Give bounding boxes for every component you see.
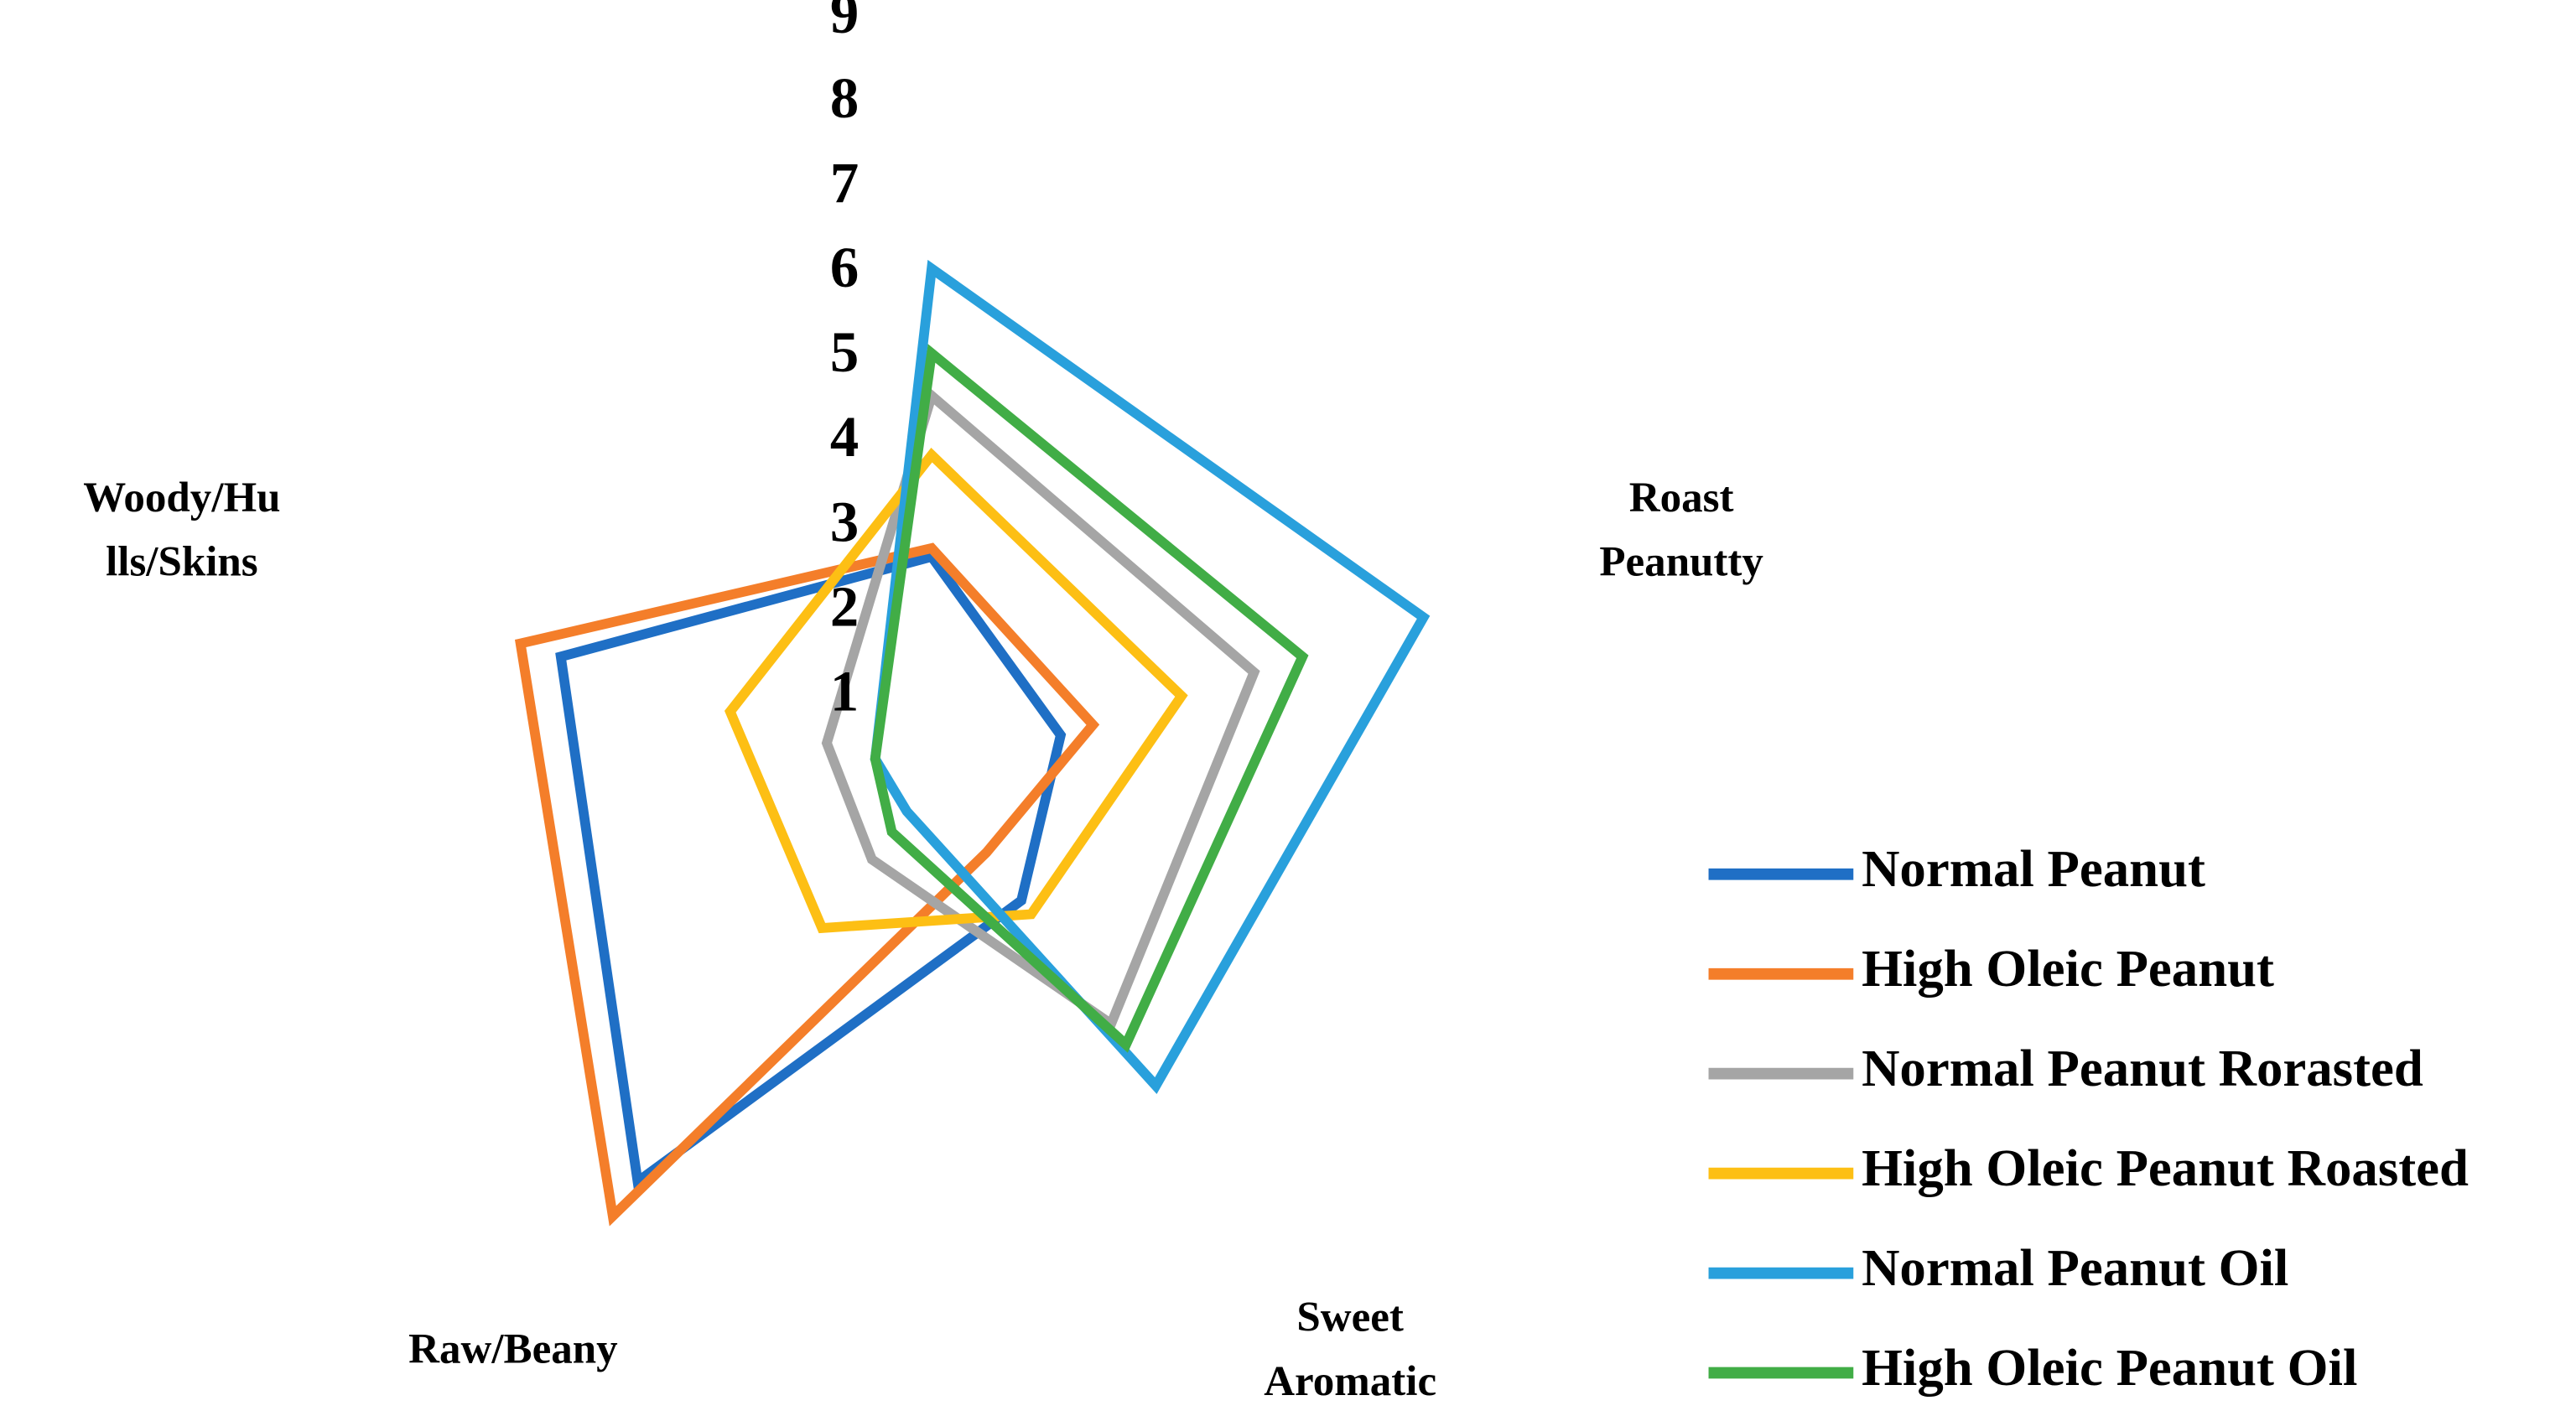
- legend-item-normal-peanut-rorasted: Normal Peanut Rorasted: [1708, 1039, 2423, 1097]
- axis-label-line: Peanutty: [1599, 538, 1763, 585]
- legend-label: High Oleic Peanut Roasted: [1862, 1139, 2469, 1197]
- series-normal-peanut: [555, 551, 1067, 1190]
- axis-label-line: lls/Skins: [106, 538, 258, 585]
- tick-label-1: 1: [830, 660, 859, 724]
- tick-label-8: 8: [830, 66, 859, 130]
- series-high-oleic-peanut-roasted: [724, 448, 1188, 934]
- axis-label-line: Sweet: [1296, 1294, 1404, 1341]
- axis-label-raw-beany: Raw/Beany: [408, 1326, 618, 1373]
- axis-label-line: Raw/Beany: [408, 1326, 618, 1373]
- tick-label-6: 6: [830, 236, 859, 299]
- legend-item-high-oleic-peanut: High Oleic Peanut: [1708, 939, 2274, 998]
- axis-labels: Dark RoastRoastPeanuttySweetAromaticRaw/…: [83, 475, 1763, 1405]
- series-high-oleic-peanut-oil: [870, 344, 1309, 1053]
- tick-label-5: 5: [830, 320, 859, 384]
- legend-label: High Oleic Peanut: [1862, 939, 2274, 998]
- legend-item-normal-peanut-oil: Normal Peanut Oil: [1708, 1238, 2288, 1297]
- legend-label: Normal Peanut: [1862, 839, 2205, 898]
- axis-label-woody-hulls-skins: Woody/Hu lls/Skins: [83, 475, 280, 586]
- tick-label-9: 9: [830, 0, 859, 45]
- legend-item-high-oleic-peanut-oil: High Oleic Peanut Oil: [1708, 1338, 2357, 1397]
- legend-item-high-oleic-peanut-roasted: High Oleic Peanut Roasted: [1708, 1139, 2469, 1197]
- axis-label-line: Roast: [1629, 475, 1734, 521]
- legend-label: High Oleic Peanut Oil: [1862, 1338, 2357, 1397]
- tick-label-7: 7: [830, 151, 859, 215]
- axis-label-line: Aromatic: [1264, 1358, 1436, 1405]
- legend-label: Normal Peanut Rorasted: [1862, 1039, 2423, 1097]
- series-normal-peanut-oil: [870, 259, 1431, 1094]
- tick-label-3: 3: [830, 490, 859, 553]
- tick-labels: 1 2 3 4 5 6 7 8 9: [830, 0, 859, 724]
- tick-label-2: 2: [830, 574, 859, 638]
- series-normal-peanut-rorasted: [821, 386, 1260, 1032]
- legend-label: Normal Peanut Oil: [1862, 1238, 2288, 1297]
- series-high-oleic-peanut: [514, 542, 1100, 1227]
- legend-item-normal-peanut: Normal Peanut: [1708, 839, 2205, 898]
- tick-label-4: 4: [830, 405, 859, 469]
- axis-label-line: Woody/Hu: [83, 475, 280, 521]
- series-layer: [514, 259, 1431, 1227]
